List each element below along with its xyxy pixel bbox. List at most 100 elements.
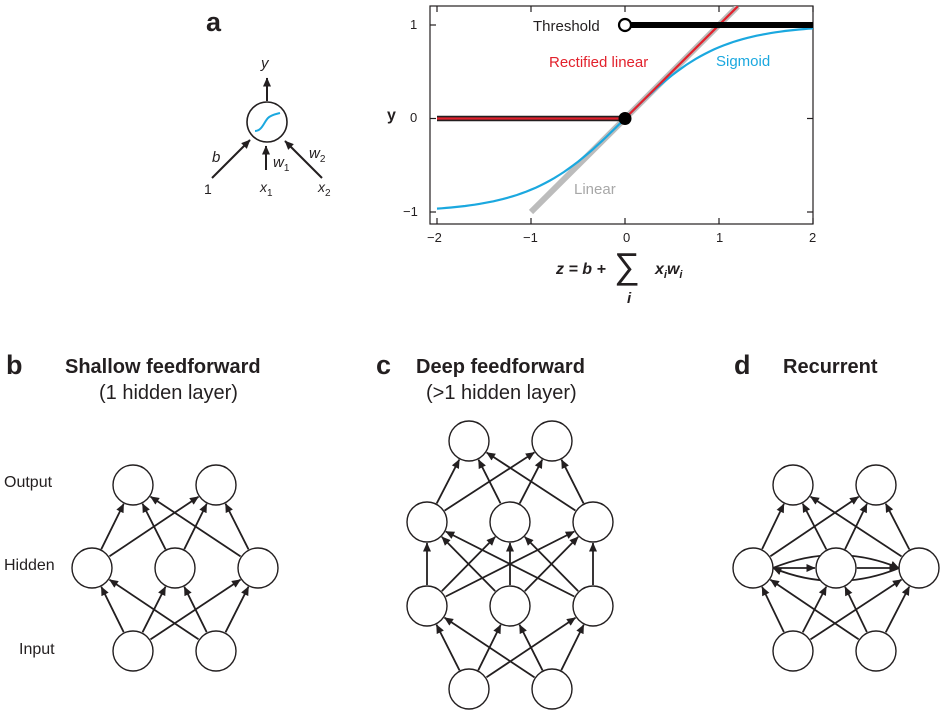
y-axis-label: y [387, 107, 396, 124]
threshold-closed-point [618, 112, 632, 125]
edge [150, 495, 241, 558]
input2-label: x2 [318, 180, 331, 199]
edge [441, 536, 496, 592]
weight2-subscript: 2 [319, 154, 326, 165]
activation-chart [429, 5, 814, 225]
panel-c-title: Deep feedforward [416, 356, 585, 378]
edge [141, 503, 167, 550]
panel-d-title: Recurrent [783, 356, 878, 378]
edge [224, 586, 250, 633]
weight1-symbol: w [273, 154, 284, 171]
hidden-node [406, 501, 448, 543]
y-tick-label: −1 [403, 204, 418, 219]
input2-arrow [284, 140, 323, 179]
input-node [448, 668, 490, 710]
sum-icon: ∑ [614, 245, 640, 286]
output-node [112, 464, 154, 506]
x-tick-label: −2 [427, 230, 442, 245]
output-node [531, 420, 573, 462]
formula-lhs: z = b + [556, 261, 606, 278]
formula-x-subscript: i [663, 269, 667, 282]
edge [810, 495, 902, 558]
edge [435, 459, 461, 504]
edge [224, 503, 250, 550]
panel-a-letter: a [206, 7, 222, 37]
plot-frame [429, 5, 814, 225]
x-tick-label: −1 [523, 230, 538, 245]
edge [445, 530, 575, 598]
panel-c-subtitle: (>1 hidden layer) [426, 382, 577, 404]
hidden-node [898, 547, 940, 589]
hidden-node [237, 547, 279, 589]
input-node [772, 630, 814, 672]
input1-subscript: 1 [267, 187, 273, 199]
bias-weight-label: b [212, 149, 221, 166]
edge [560, 459, 585, 504]
weight1-subscript: 1 [283, 163, 290, 174]
weight2-symbol: w [309, 145, 320, 162]
output-node [195, 464, 237, 506]
formula-term: xiwi [655, 262, 682, 281]
neuron-output-label: y [261, 55, 269, 72]
layer-label-input: Input [19, 641, 55, 658]
edge [100, 586, 125, 633]
panel-b-subtitle: (1 hidden layer) [99, 382, 238, 404]
edge [560, 624, 585, 671]
y-tick-label: 1 [410, 17, 418, 32]
input2-symbol: x [318, 179, 325, 195]
hidden-node [71, 547, 113, 589]
input2-subscript: 2 [325, 187, 331, 199]
threshold-open-point [617, 17, 633, 33]
hidden-node [572, 585, 614, 627]
x-tick-label: 1 [716, 230, 724, 245]
x-tick-label: 2 [809, 230, 817, 245]
edge [477, 459, 502, 504]
legend-linear: Linear [574, 181, 616, 198]
y-tick-label: 0 [410, 110, 418, 125]
edge [518, 624, 544, 671]
legend-relu: Rectified linear [549, 54, 649, 71]
input-node [855, 630, 897, 672]
deep-network [406, 420, 614, 710]
bias-arrow [211, 139, 251, 179]
edge [769, 578, 860, 641]
edge [108, 578, 200, 641]
hidden-node [406, 585, 448, 627]
edge [801, 503, 828, 550]
legend-sigmoid: Sigmoid [716, 53, 771, 70]
weight2-label: w2 [309, 146, 325, 165]
output-node [855, 464, 897, 506]
panel-b-letter: b [6, 350, 23, 380]
input1-symbol: x [260, 179, 267, 195]
formula-w: w [666, 261, 680, 278]
panel-b-title: Shallow feedforward [65, 356, 261, 378]
edge [486, 451, 576, 512]
x-tick-label: 0 [623, 230, 631, 245]
hidden-node [489, 585, 531, 627]
formula-x: x [655, 261, 664, 278]
legend-threshold: Threshold [533, 18, 600, 35]
input-node [531, 668, 573, 710]
input1-label: x1 [260, 180, 273, 199]
hidden-node [154, 547, 196, 589]
edge [884, 586, 911, 633]
edge [444, 616, 535, 679]
neuron-sigmoid-glyph [254, 112, 281, 132]
output-node [772, 464, 814, 506]
edge [183, 586, 208, 633]
layer-label-output: Output [4, 474, 53, 491]
output-node [448, 420, 490, 462]
panel-d-letter: d [734, 350, 751, 380]
edge [884, 503, 911, 550]
formula-w-subscript: i [679, 269, 683, 282]
formula-sum-index: i [627, 290, 632, 307]
input-node [195, 630, 237, 672]
neuron-circle [246, 101, 288, 143]
neuron-diagram [211, 77, 323, 179]
recurrent-network [732, 464, 940, 672]
weight1-label: w1 [273, 155, 289, 174]
hidden-node [732, 547, 774, 589]
hidden-node [572, 501, 614, 543]
edge [435, 624, 461, 671]
